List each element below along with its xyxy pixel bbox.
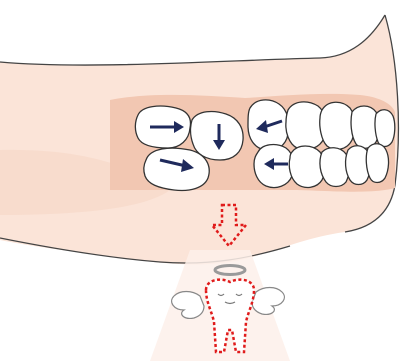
lower-molar — [144, 148, 209, 190]
